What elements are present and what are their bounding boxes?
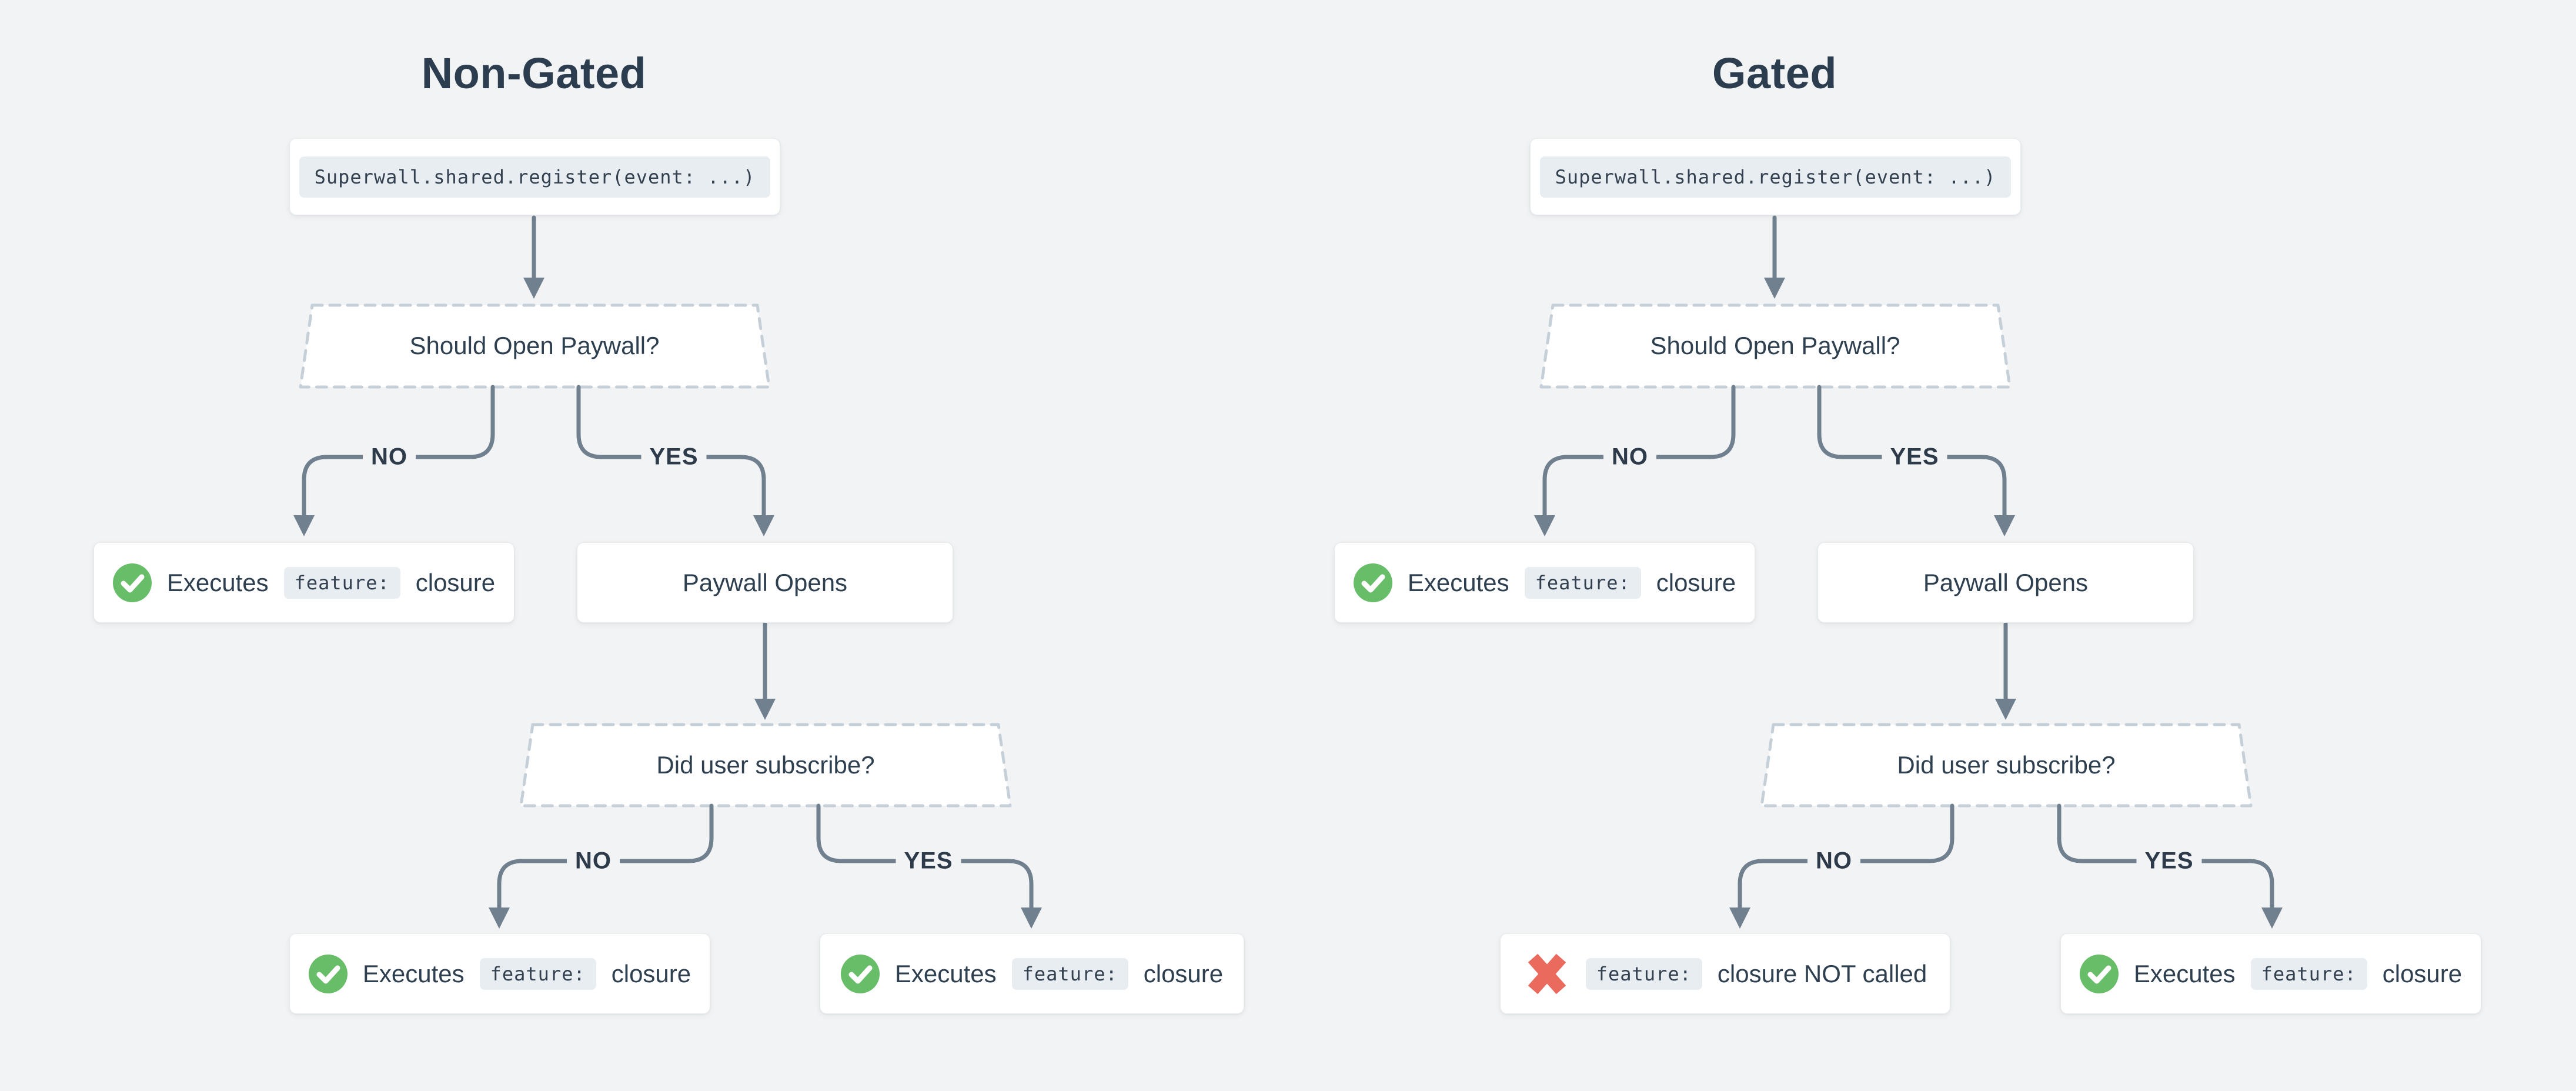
edge-label-yes: YES [2136, 846, 2202, 876]
edge-label-yes: YES [1882, 442, 1947, 472]
register-code-chip: Superwall.shared.register(event: ...) [1539, 156, 2012, 198]
edge-label-no: NO [1603, 442, 1656, 472]
edge-label-no: NO [567, 846, 620, 876]
decision-did-user-subscribe-label: Did user subscribe? [1897, 751, 2116, 779]
result-suffix: closure [1143, 959, 1224, 987]
feature-chip: feature: [1585, 957, 1702, 990]
check-icon [2079, 954, 2119, 993]
flowchart-non-gated: Non-Gated Superwall.shared.register(even… [93, 49, 1244, 1014]
edge-label-no: NO [363, 442, 416, 472]
feature-chip: feature: [283, 566, 400, 599]
result-suffix: closure NOT called [1717, 959, 1927, 987]
check-icon [308, 954, 348, 993]
result-prefix: Executes [894, 959, 997, 987]
result-executes-feature-node: Executes feature: closure [289, 933, 710, 1014]
paywall-opens-node: Paywall Opens [1817, 542, 2194, 623]
cross-icon [1528, 953, 1566, 994]
decision-did-user-subscribe-shape [519, 723, 1012, 808]
flow-connectors-group [1534, 215, 2283, 929]
decision-did-user-subscribe-label: Did user subscribe? [656, 751, 875, 779]
result-prefix: Executes [1407, 568, 1509, 596]
result-feature-not-called-node: feature: closure NOT called [1500, 933, 1950, 1014]
result-executes-feature-node: Executes feature: closure [1334, 542, 1755, 623]
flowchart-gated: Gated Superwall.shared.register(event: .… [1241, 0, 2576, 1091]
result-suffix: closure [1656, 568, 1736, 596]
register-event-node: Superwall.shared.register(event: ...) [1530, 138, 2021, 215]
decision-should-open-paywall-shape [299, 303, 771, 389]
feature-chip: feature: [1011, 957, 1128, 990]
decision-should-open-paywall-shape [1539, 303, 2012, 389]
paywall-opens-label: Paywall Opens [1923, 568, 2089, 596]
edge-label-yes: YES [896, 846, 961, 876]
flowchart-title: Non-Gated [421, 49, 647, 98]
check-icon [1353, 563, 1392, 602]
result-prefix: Executes [166, 568, 269, 596]
feature-chip: feature: [1524, 566, 1641, 599]
check-icon [840, 954, 880, 993]
paywall-opens-label: Paywall Opens [682, 568, 848, 596]
edge-label-no: NO [1807, 846, 1860, 876]
register-code-chip: Superwall.shared.register(event: ...) [299, 156, 771, 198]
paywall-opens-node: Paywall Opens [577, 542, 953, 623]
flowchart-title: Gated [1712, 49, 1837, 98]
result-executes-feature-node: Executes feature: closure [820, 933, 1244, 1014]
result-executes-feature-node: Executes feature: closure [93, 542, 514, 623]
feature-chip: feature: [2250, 957, 2367, 990]
result-executes-feature-node: Executes feature: closure [2060, 933, 2481, 1014]
result-suffix: closure [2382, 959, 2463, 987]
register-event-node: Superwall.shared.register(event: ...) [289, 138, 780, 215]
result-prefix: Executes [362, 959, 465, 987]
result-prefix: Executes [2133, 959, 2236, 987]
edge-label-yes: YES [641, 442, 707, 472]
result-suffix: closure [611, 959, 691, 987]
decision-should-open-paywall-label: Should Open Paywall? [409, 332, 660, 359]
decision-should-open-paywall-label: Should Open Paywall? [1650, 332, 1900, 359]
decision-did-user-subscribe-shape [1760, 723, 2253, 808]
feature-chip: feature: [479, 957, 596, 990]
result-suffix: closure [415, 568, 496, 596]
check-icon [112, 563, 152, 602]
